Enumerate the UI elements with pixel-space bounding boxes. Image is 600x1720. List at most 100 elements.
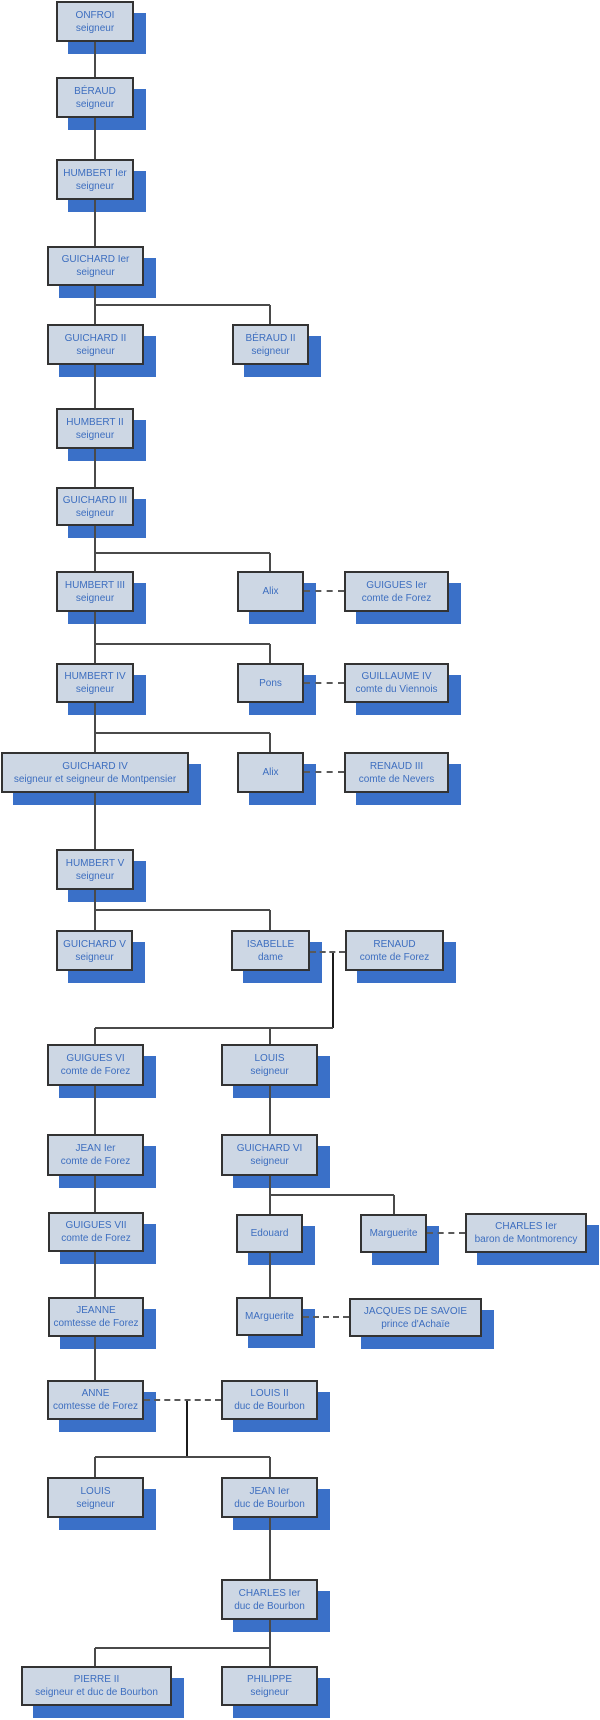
node-name: JEAN Ier [75, 1143, 116, 1154]
node-name: MArguerite [245, 1311, 294, 1322]
node-name: GUIGUES VI [66, 1053, 125, 1064]
node-name: JACQUES DE SAVOIE [363, 1305, 468, 1317]
connector-line [270, 1194, 394, 1196]
connector-line [269, 1253, 271, 1297]
connector-line [94, 612, 96, 663]
node-marguerite: Marguerite [360, 1214, 427, 1253]
connector-line [332, 952, 334, 1028]
node-name: BÉRAUD II [245, 332, 296, 344]
node-marguerite-2: MArguerite [236, 1297, 303, 1336]
node-title: seigneur et seigneur de Montpensier [13, 773, 177, 785]
node-title: seigneur [75, 22, 115, 34]
connector-line [95, 643, 270, 645]
node-title: seigneur [75, 98, 115, 110]
connector-line [269, 1028, 271, 1044]
connector-line [269, 1620, 271, 1666]
node-name: CHARLES Ier [238, 1587, 301, 1599]
node-title: seigneur [75, 429, 115, 441]
connector-line [94, 365, 96, 408]
node-title: comte du Viennois [355, 684, 438, 695]
node-name: HUMBERT Ier [63, 167, 127, 179]
node-title: duc de Bourbon [234, 1401, 305, 1412]
connector-line [94, 200, 96, 246]
connector-line [186, 1400, 188, 1457]
node-name: Marguerite [369, 1228, 418, 1239]
node-name: LOUIS II [250, 1388, 289, 1399]
node-name: Alix [262, 767, 279, 778]
node-name: LOUIS [80, 1485, 111, 1497]
node-title: comte de Nevers [358, 773, 435, 785]
connector-line [95, 552, 270, 554]
node-title: prince d'Achaïe [381, 1318, 450, 1330]
connector-line [95, 1027, 333, 1029]
node-name: LOUIS [254, 1053, 285, 1064]
connector-line [269, 733, 271, 752]
node-alix-1: Alix [237, 571, 304, 612]
connector-line [94, 449, 96, 487]
node-name: GUICHARD V [63, 938, 126, 950]
node-name: GUICHARD IV [62, 760, 128, 772]
node-guichard-6: GUICHARD VI seigneur [221, 1134, 318, 1176]
connector-line [269, 910, 271, 930]
connector-line [94, 703, 96, 752]
node-title: seigneur [250, 1156, 289, 1167]
connector-line [94, 1648, 96, 1666]
connector-line [393, 1195, 395, 1214]
node-title: seigneur [75, 951, 114, 963]
node-name: GUICHARD Ier [61, 254, 130, 265]
connector-line [269, 1086, 271, 1134]
connector-line [94, 1457, 96, 1477]
node-title: comte de Forez [60, 1156, 131, 1167]
node-humbert-4: HUMBERT IV seigneur [56, 663, 134, 703]
connector-line [95, 1456, 270, 1458]
node-name: CHARLES Ier [495, 1221, 557, 1232]
node-name: BÉRAUD [74, 85, 116, 97]
node-title: comte de Forez [361, 592, 432, 604]
node-pons: Pons [237, 663, 304, 703]
marriage-dashed-line [304, 682, 344, 684]
connector-line [269, 553, 271, 571]
node-name: GUICHARD III [62, 494, 128, 506]
node-name: HUMBERT IV [64, 671, 126, 682]
node-title: seigneur [75, 507, 115, 519]
node-title: seigneur [250, 1687, 289, 1698]
node-name: RENAUD [373, 938, 416, 950]
node-name: GUIGUES VII [65, 1220, 127, 1231]
node-title: comte de Forez [359, 951, 430, 963]
node-title: comtesse de Forez [53, 1318, 139, 1329]
connector-line [95, 1647, 270, 1649]
node-title: seigneur [75, 684, 115, 695]
node-name: GUICHARD VI [236, 1143, 303, 1154]
connector-line [269, 1457, 271, 1477]
connector-line [269, 305, 271, 324]
node-title: comte de Forez [60, 1066, 131, 1077]
node-louis-2-bourbon: LOUIS II duc de Bourbon [221, 1380, 318, 1420]
node-title: duc de Bourbon [234, 1498, 305, 1510]
node-name: Alix [262, 586, 279, 597]
marriage-dashed-line [310, 951, 345, 953]
marriage-dashed-line [304, 771, 344, 773]
connector-line [94, 526, 96, 571]
connector-line [94, 42, 96, 77]
node-title: duc de Bourbon [234, 1600, 305, 1612]
node-name: Edouard [250, 1228, 289, 1239]
marriage-dashed-line [427, 1232, 465, 1234]
node-title: comtesse de Forez [52, 1401, 139, 1412]
node-guigues-6: GUIGUES VI comte de Forez [47, 1044, 144, 1086]
